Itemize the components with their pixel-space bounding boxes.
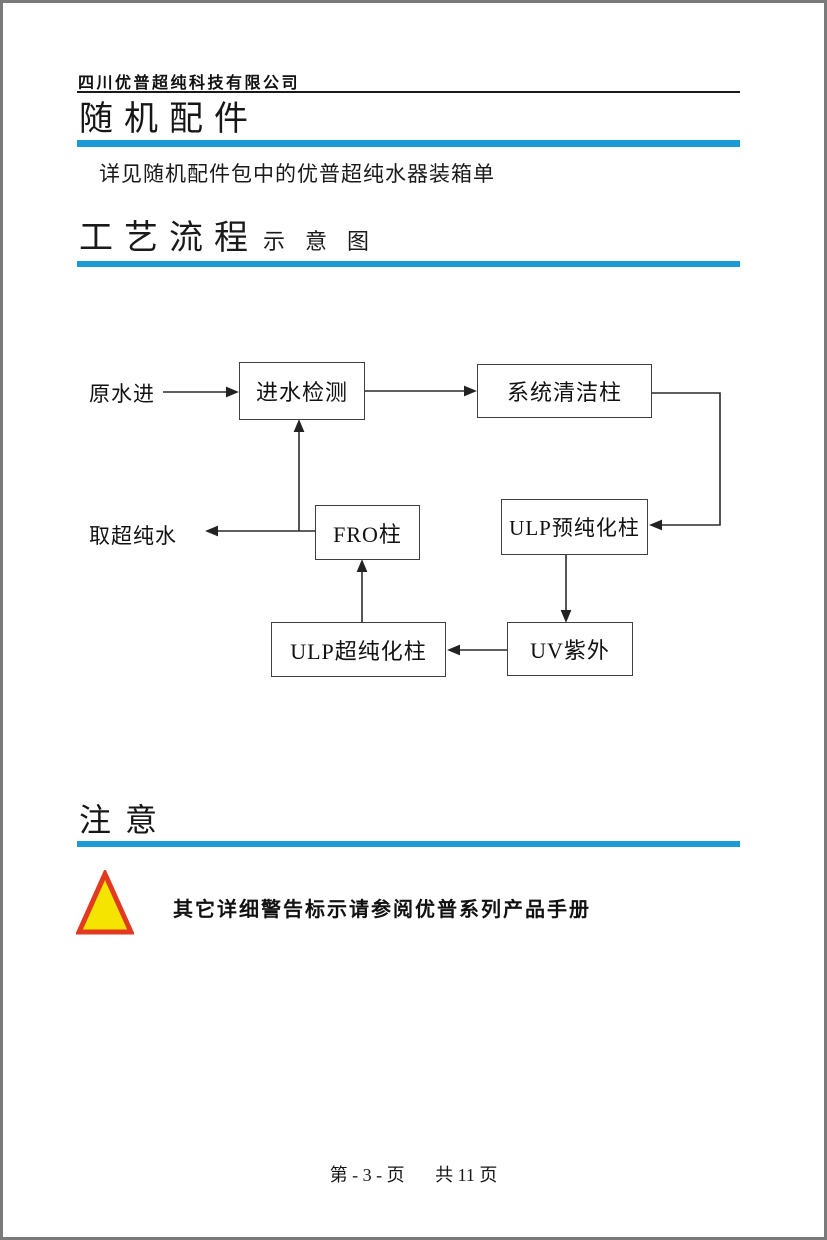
blue-rule-accessories — [77, 140, 740, 147]
page-footer: 第 - 3 - 页 共 11 页 — [3, 1161, 824, 1187]
node-uv-lamp: UV紫外 — [507, 622, 633, 676]
header-divider — [77, 91, 740, 93]
label-raw-water-in: 原水进 — [89, 382, 155, 406]
section-title-accessories: 随机配件 — [79, 101, 259, 138]
blue-rule-process-flow — [77, 261, 740, 267]
process-flow-subtitle: 示意图 — [263, 229, 390, 254]
footer-page-number: 第 - 3 - 页 — [329, 1165, 405, 1185]
warning-triangle-icon — [75, 867, 135, 936]
label-ultrapure-water-out: 取超纯水 — [89, 524, 177, 548]
accessories-body-text: 详见随机配件包中的优普超纯水器装箱单 — [99, 162, 495, 186]
company-name: 四川优普超纯科技有限公司 — [78, 75, 301, 92]
blue-rule-notice — [77, 841, 740, 847]
section-title-process-flow: 工艺流程 示意图 — [79, 222, 389, 256]
node-ulp-ultrapurification-column: ULP超纯化柱 — [271, 622, 446, 677]
section-title-notice: 注意 — [79, 802, 172, 838]
arrow-systemcleaning-to-ulppre — [649, 392, 721, 531]
node-fro-column: FRO柱 — [315, 505, 420, 560]
footer-total-pages: 共 11 页 — [435, 1165, 498, 1185]
process-flow-title: 工艺流程 — [79, 220, 259, 257]
node-system-cleaning-column: 系统清洁柱 — [477, 364, 652, 418]
node-ulp-prepurification-column: ULP预纯化柱 — [501, 499, 648, 555]
notice-warning-text: 其它详细警告标示请参阅优普系列产品手册 — [173, 899, 591, 921]
node-inlet-detection: 进水检测 — [239, 362, 365, 420]
